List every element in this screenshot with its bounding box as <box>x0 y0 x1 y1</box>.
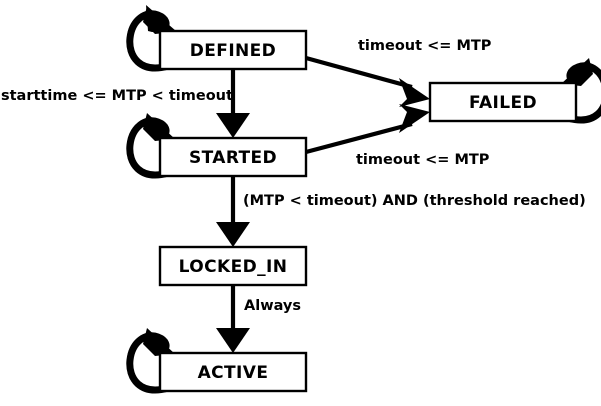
started-self-loop-arc <box>126 117 172 179</box>
defined-self-loop-arrowhead-fill <box>143 6 175 34</box>
failed-self-loop-arc <box>564 62 601 124</box>
state-label-failed: FAILED <box>469 93 537 113</box>
failed-self-loop-arrowhead <box>561 58 593 86</box>
transition-started-self-loop <box>126 113 175 179</box>
transition-active-self-loop <box>126 328 175 394</box>
transition-defined-self-loop <box>126 5 176 72</box>
started-self-loop-arrowhead <box>143 113 175 141</box>
state-label-locked-in: LOCKED_IN <box>179 257 288 277</box>
state-box-locked-in[interactable] <box>158 245 308 287</box>
started-to-failed-line <box>305 121 413 155</box>
locked-in-to-active-arrowhead <box>216 328 250 353</box>
active-self-loop-arc <box>126 332 172 394</box>
defined-to-started-arrowhead <box>216 113 250 138</box>
state-label-started: STARTED <box>189 148 277 168</box>
state-label-defined: DEFINED <box>190 41 276 61</box>
transition-locked-in-to-active <box>216 285 250 353</box>
state-box-active[interactable] <box>158 351 308 393</box>
transition-started-to-locked-in <box>216 176 250 247</box>
defined-to-failed-arrowhead <box>399 78 430 107</box>
transition-defined-to-started <box>216 69 250 138</box>
edge-label-locked-in-to-active: Always <box>244 298 301 314</box>
state-box-failed[interactable] <box>428 81 578 123</box>
state-box-started[interactable] <box>158 136 308 178</box>
state-box-defined[interactable] <box>158 29 308 71</box>
transition-defined-to-failed <box>305 55 430 107</box>
edge-label-started-to-failed: timeout <= MTP <box>356 152 490 168</box>
active-self-loop-arrowhead <box>143 328 175 356</box>
edge-label-defined-to-failed: timeout <= MTP <box>358 38 492 54</box>
state-node-started[interactable]: STARTED <box>158 136 308 178</box>
defined-self-loop-arc <box>126 10 172 72</box>
transition-failed-self-loop <box>561 58 601 124</box>
started-to-locked-in-arrowhead <box>216 222 250 247</box>
state-node-defined[interactable]: DEFINED <box>158 29 308 71</box>
state-node-active[interactable]: ACTIVE <box>158 351 308 393</box>
state-node-failed[interactable]: FAILED <box>428 81 578 123</box>
started-to-failed-arrowhead <box>399 104 430 133</box>
transition-started-to-failed <box>305 104 430 155</box>
edge-label-defined-to-started: starttime <= MTP < timeout <box>1 88 233 104</box>
edge-label-started-to-locked-in: (MTP < timeout) AND (threshold reached) <box>243 193 586 209</box>
state-node-locked-in[interactable]: LOCKED_IN <box>158 245 308 287</box>
state-label-active: ACTIVE <box>198 363 269 383</box>
defined-to-failed-line <box>305 55 413 90</box>
